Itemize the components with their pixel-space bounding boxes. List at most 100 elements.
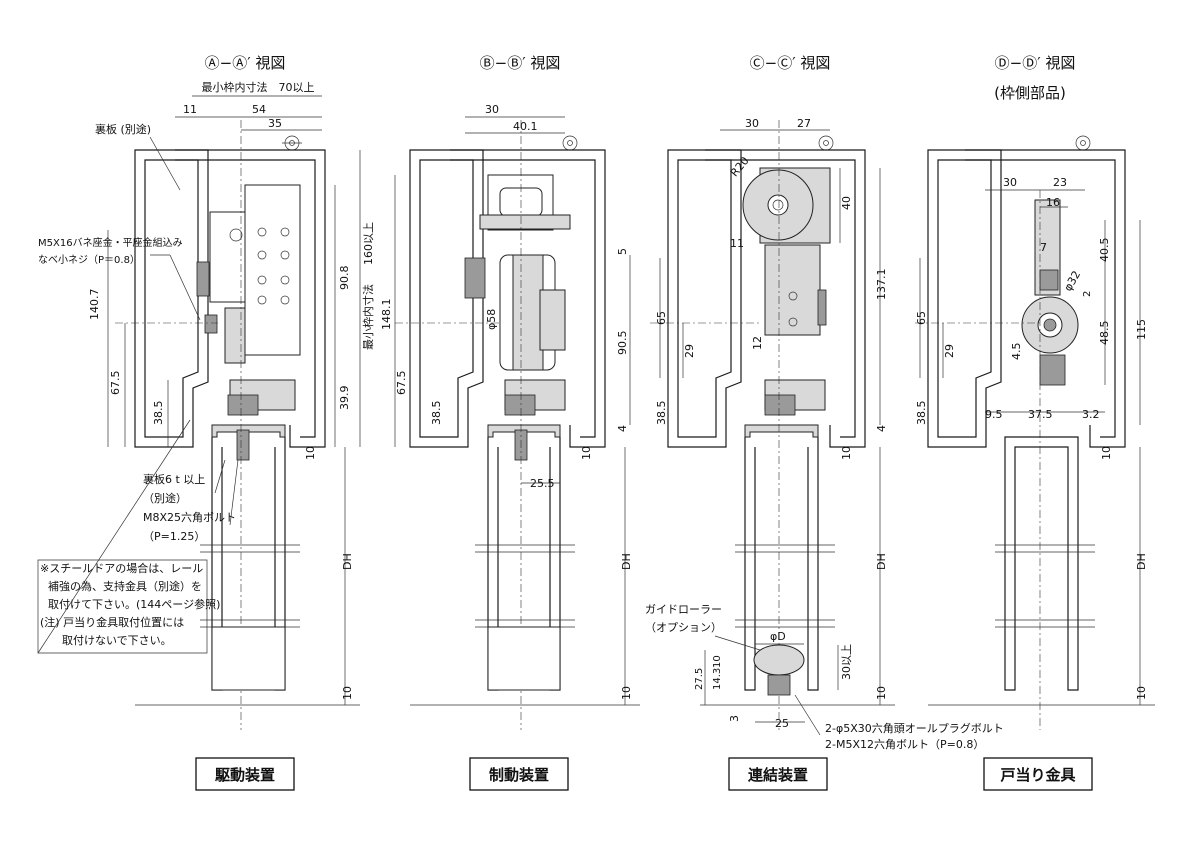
view-c-dh: DH	[875, 553, 888, 570]
view-b-d1481: 148.1	[380, 299, 393, 331]
view-b-d30: 30	[485, 103, 499, 116]
view-d-d10a: 10	[1100, 446, 1113, 460]
view-c-title: Ⓒ−Ⓒ′ 視図	[750, 54, 831, 72]
view-d-d65: 65	[915, 311, 928, 325]
view-c-d29: 29	[683, 344, 696, 358]
view-a-note2: 補強の為、支持金具（別途）を	[48, 579, 202, 593]
view-d-title: Ⓓ−Ⓓ′ 視図	[995, 54, 1076, 72]
view-c-d11: 11	[730, 237, 744, 250]
view-a-d10a: 10	[304, 446, 317, 460]
view-b-d675: 67.5	[395, 371, 408, 396]
view-c-d1371: 137.1	[875, 269, 888, 301]
view-c-d40: 40	[840, 196, 853, 210]
view-a-bolt: M8X25六角ボルト	[143, 511, 236, 524]
caption-c: 連結装置	[748, 766, 808, 784]
caption-a: 駆動装置	[215, 766, 275, 784]
view-a-title: Ⓐ−Ⓐ′ 視図	[205, 54, 286, 72]
view-b-d5: 5	[616, 248, 629, 255]
view-c-d10c: 10	[712, 655, 723, 668]
view-d-d375: 37.5	[1028, 408, 1053, 421]
view-d-subtitle: (枠側部品)	[994, 84, 1066, 102]
view-b-drawing: 30 40.1 148.1 67.5 38.5 φ58 90.	[380, 103, 640, 730]
view-a-urabyou6: 裏板6 t 以上	[143, 472, 205, 486]
view-b-d905: 90.5	[616, 331, 629, 356]
view-a-d385: 38.5	[152, 401, 165, 426]
view-d-d405: 40.5	[1098, 238, 1111, 263]
view-c-d25: 25	[775, 717, 789, 730]
view-b-d401: 40.1	[513, 120, 538, 133]
view-a-top-dim: 最小枠内寸法 70以上	[202, 80, 315, 94]
view-c-d3: 3	[728, 715, 741, 722]
view-a-pitch: （P=1.25）	[143, 530, 205, 543]
caption-box-d	[983, 757, 1093, 791]
view-b-phi58: φ58	[485, 309, 498, 330]
view-c-d30: 30	[745, 117, 759, 130]
view-c-d275: 27.5	[694, 668, 705, 690]
view-b-dh: DH	[620, 553, 633, 570]
view-b-d255: 25.5	[530, 477, 555, 490]
view-d-drawing: 30 23 16 7 φ32 2 40.5 48.5 115 65 29 4.5…	[915, 135, 1155, 730]
view-a-d908: 90.8	[338, 266, 351, 291]
view-b-d10b: 10	[620, 686, 633, 700]
view-c-drawing: 30 27 R20 40 11 65 29 12	[645, 117, 1004, 751]
view-c-d65: 65	[655, 311, 668, 325]
view-a-d160: 160以上	[362, 222, 375, 265]
view-c-d385: 38.5	[655, 401, 668, 426]
view-d-d485: 48.5	[1098, 321, 1111, 346]
view-c-d12: 12	[751, 336, 764, 350]
view-a-note3: 取付けて下さい。(144ページ参照)	[48, 597, 220, 611]
view-a-d1407: 140.7	[88, 289, 101, 321]
view-c-d27: 27	[797, 117, 811, 130]
view-a-d54: 54	[252, 103, 266, 116]
view-a-dh: DH	[341, 553, 354, 570]
caption-d: 戸当り金具	[1000, 766, 1075, 784]
view-d-d32: 3.2	[1082, 408, 1100, 421]
view-b-d385: 38.5	[430, 401, 443, 426]
view-a-d11: 11	[183, 103, 197, 116]
view-b-title: Ⓑ−Ⓑ′ 視図	[480, 54, 561, 72]
view-c-d10b: 10	[875, 686, 888, 700]
view-a-screw-line2: なべ小ネジ（P＝0.8）	[38, 254, 140, 266]
view-c-option: （オプション）	[645, 621, 722, 634]
view-d-d95: 9.5	[985, 408, 1003, 421]
view-d-d16: 16	[1046, 196, 1060, 209]
caption-b: 制動装置	[489, 766, 549, 784]
view-a-screw-line1: M5X16バネ座金・平座金組込み	[38, 236, 183, 249]
view-c-bolt1: 2-φ5X30六角頭オールプラグボルト	[825, 721, 1004, 735]
view-d-d7: 7	[1040, 241, 1047, 254]
view-a-urabyou: 裏板 (別途)	[95, 122, 151, 136]
view-d-d2: 2	[1082, 291, 1093, 297]
view-a-d35: 35	[268, 117, 282, 130]
view-c-d4: 4	[875, 425, 888, 432]
caption-box-b	[469, 757, 569, 791]
view-d-d115: 115	[1135, 319, 1148, 340]
view-c-guide: ガイドローラー	[645, 603, 722, 616]
view-c-d10a: 10	[840, 446, 853, 460]
view-a-note4: (注) 戸当り金具取付位置には	[40, 615, 184, 629]
view-c-bolt2: 2-M5X12六角ボルト（P=0.8）	[825, 738, 984, 751]
view-d-dh: DH	[1135, 553, 1148, 570]
view-a-betto: （別途）	[143, 491, 187, 505]
view-a-d10b: 10	[341, 686, 354, 700]
view-b-d4: 4	[616, 425, 629, 432]
view-d-d29: 29	[943, 344, 956, 358]
view-a-min-frame-v: 最小枠内寸法	[361, 284, 375, 350]
view-d-d385: 38.5	[915, 401, 928, 426]
view-d-d10b: 10	[1135, 686, 1148, 700]
view-c-d143: 14.3	[712, 668, 723, 690]
view-b-d10a: 10	[580, 446, 593, 460]
view-d-d45: 4.5	[1010, 343, 1023, 361]
view-a-drawing: 最小枠内寸法 70以上 11 54 35	[37, 80, 375, 730]
view-d-phi32: φ32	[1061, 269, 1083, 294]
view-c-d30ijo: 30以上	[840, 644, 853, 680]
view-d-d30: 30	[1003, 176, 1017, 189]
caption-box-c	[728, 757, 828, 791]
view-c-phiD: φD	[770, 630, 786, 643]
caption-box-a	[195, 757, 295, 791]
view-a-d399: 39.9	[338, 386, 351, 411]
view-d-d23: 23	[1053, 176, 1067, 189]
view-a-d675: 67.5	[109, 371, 122, 396]
view-a-note5: 取付けないで下さい。	[62, 634, 172, 647]
view-a-note1: ※スチールドアの場合は、レール	[40, 561, 203, 575]
